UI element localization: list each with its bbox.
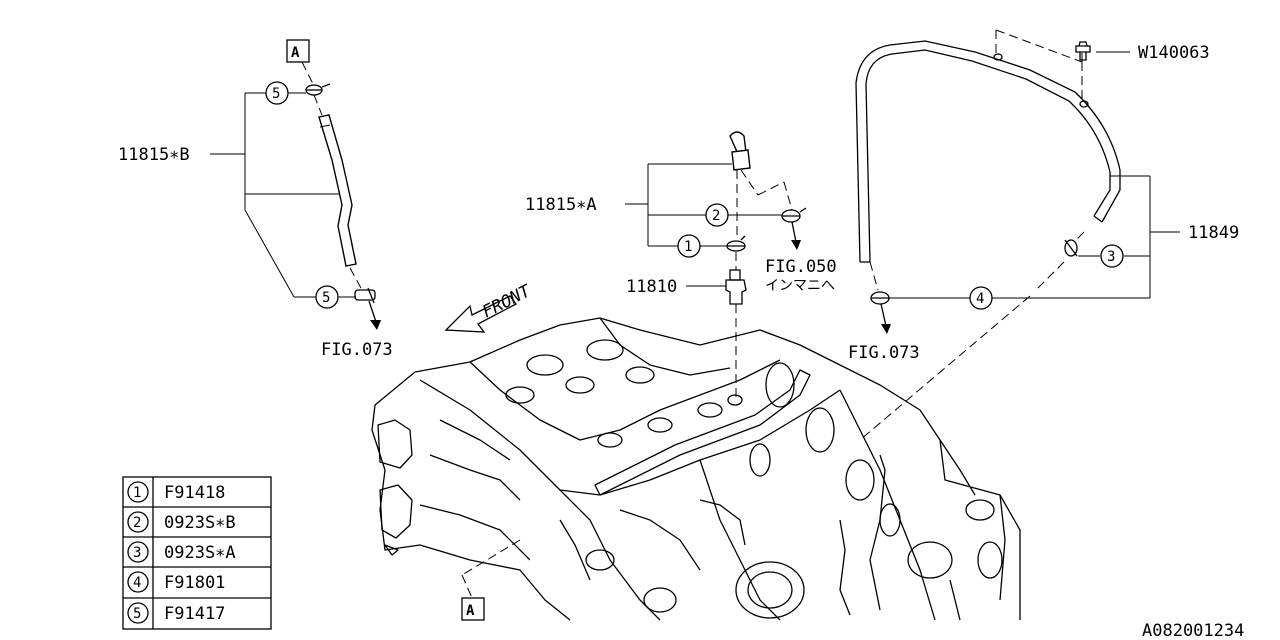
- bolt-w140063-label[interactable]: W140063: [1138, 43, 1210, 63]
- legend-part: F91417: [164, 604, 225, 624]
- hose-assembly-11815b: A FIG.073 11815∗B 5 5: [118, 39, 393, 360]
- legend-num: 4: [133, 575, 141, 591]
- callout-3: [1100, 244, 1124, 268]
- pcv-assembly-11815a: FIG.050 インマニへ 11810 11815∗A 2 1: [525, 131, 837, 398]
- fig073-left-label[interactable]: FIG.073: [321, 340, 393, 360]
- hose-assembly-11849: W140063 FIG.073 11849 3 4: [848, 29, 1239, 441]
- callout-5-bottom: [315, 285, 339, 309]
- svg-text:5: 5: [272, 86, 280, 102]
- callout-2: [705, 203, 729, 227]
- part-11815a-label[interactable]: 11815∗A: [525, 195, 597, 215]
- engine-block-illustration: [371, 317, 1021, 621]
- legend-part: 0923S∗A: [164, 543, 236, 563]
- legend-row: 2 0923S∗B: [127, 511, 236, 533]
- callout-4: [969, 286, 993, 310]
- ref-a-bottom-label: A: [466, 603, 475, 619]
- fig050-sublabel: インマニへ: [765, 278, 835, 294]
- front-direction-arrow: FRONT: [444, 281, 535, 333]
- legend-row: 4 F91801: [127, 571, 225, 593]
- ref-a-bottom-group: A: [461, 539, 521, 621]
- legend-row: 5 F91417: [127, 602, 225, 624]
- svg-text:1: 1: [684, 239, 692, 255]
- ref-box-a-top[interactable]: [286, 39, 310, 63]
- svg-text:2: 2: [712, 208, 720, 224]
- svg-text:4: 4: [976, 291, 984, 307]
- ref-a-top-label: A: [291, 45, 300, 61]
- legend-num: 2: [133, 515, 141, 531]
- callout-1: [677, 234, 701, 258]
- svg-text:3: 3: [1107, 249, 1115, 265]
- legend-num: 5: [133, 606, 141, 622]
- part-11815b-label[interactable]: 11815∗B: [118, 145, 190, 165]
- part-11810-label[interactable]: 11810: [626, 277, 677, 297]
- legend-row: 3 0923S∗A: [127, 541, 236, 563]
- legend-row: 1 F91418: [127, 481, 225, 503]
- legend-part: F91418: [164, 483, 225, 503]
- diagram-id-label: A082001234: [1142, 621, 1244, 640]
- callout-5-top: [265, 81, 289, 105]
- svg-text:5: 5: [322, 290, 330, 306]
- legend-num: 3: [133, 545, 141, 561]
- legend-part: 0923S∗B: [164, 513, 236, 533]
- legend-num: 1: [133, 485, 141, 501]
- legend-part: F91801: [164, 573, 225, 593]
- part-11849-label[interactable]: 11849: [1188, 223, 1239, 243]
- fig050-label[interactable]: FIG.050: [765, 257, 837, 277]
- fig073-right-label[interactable]: FIG.073: [848, 343, 920, 363]
- front-label: FRONT: [479, 281, 535, 323]
- ref-box-a-bottom[interactable]: [461, 597, 485, 621]
- parts-legend-table: 1 F91418 2 0923S∗B 3 0923S∗A 4 F91801 5 …: [122, 476, 272, 630]
